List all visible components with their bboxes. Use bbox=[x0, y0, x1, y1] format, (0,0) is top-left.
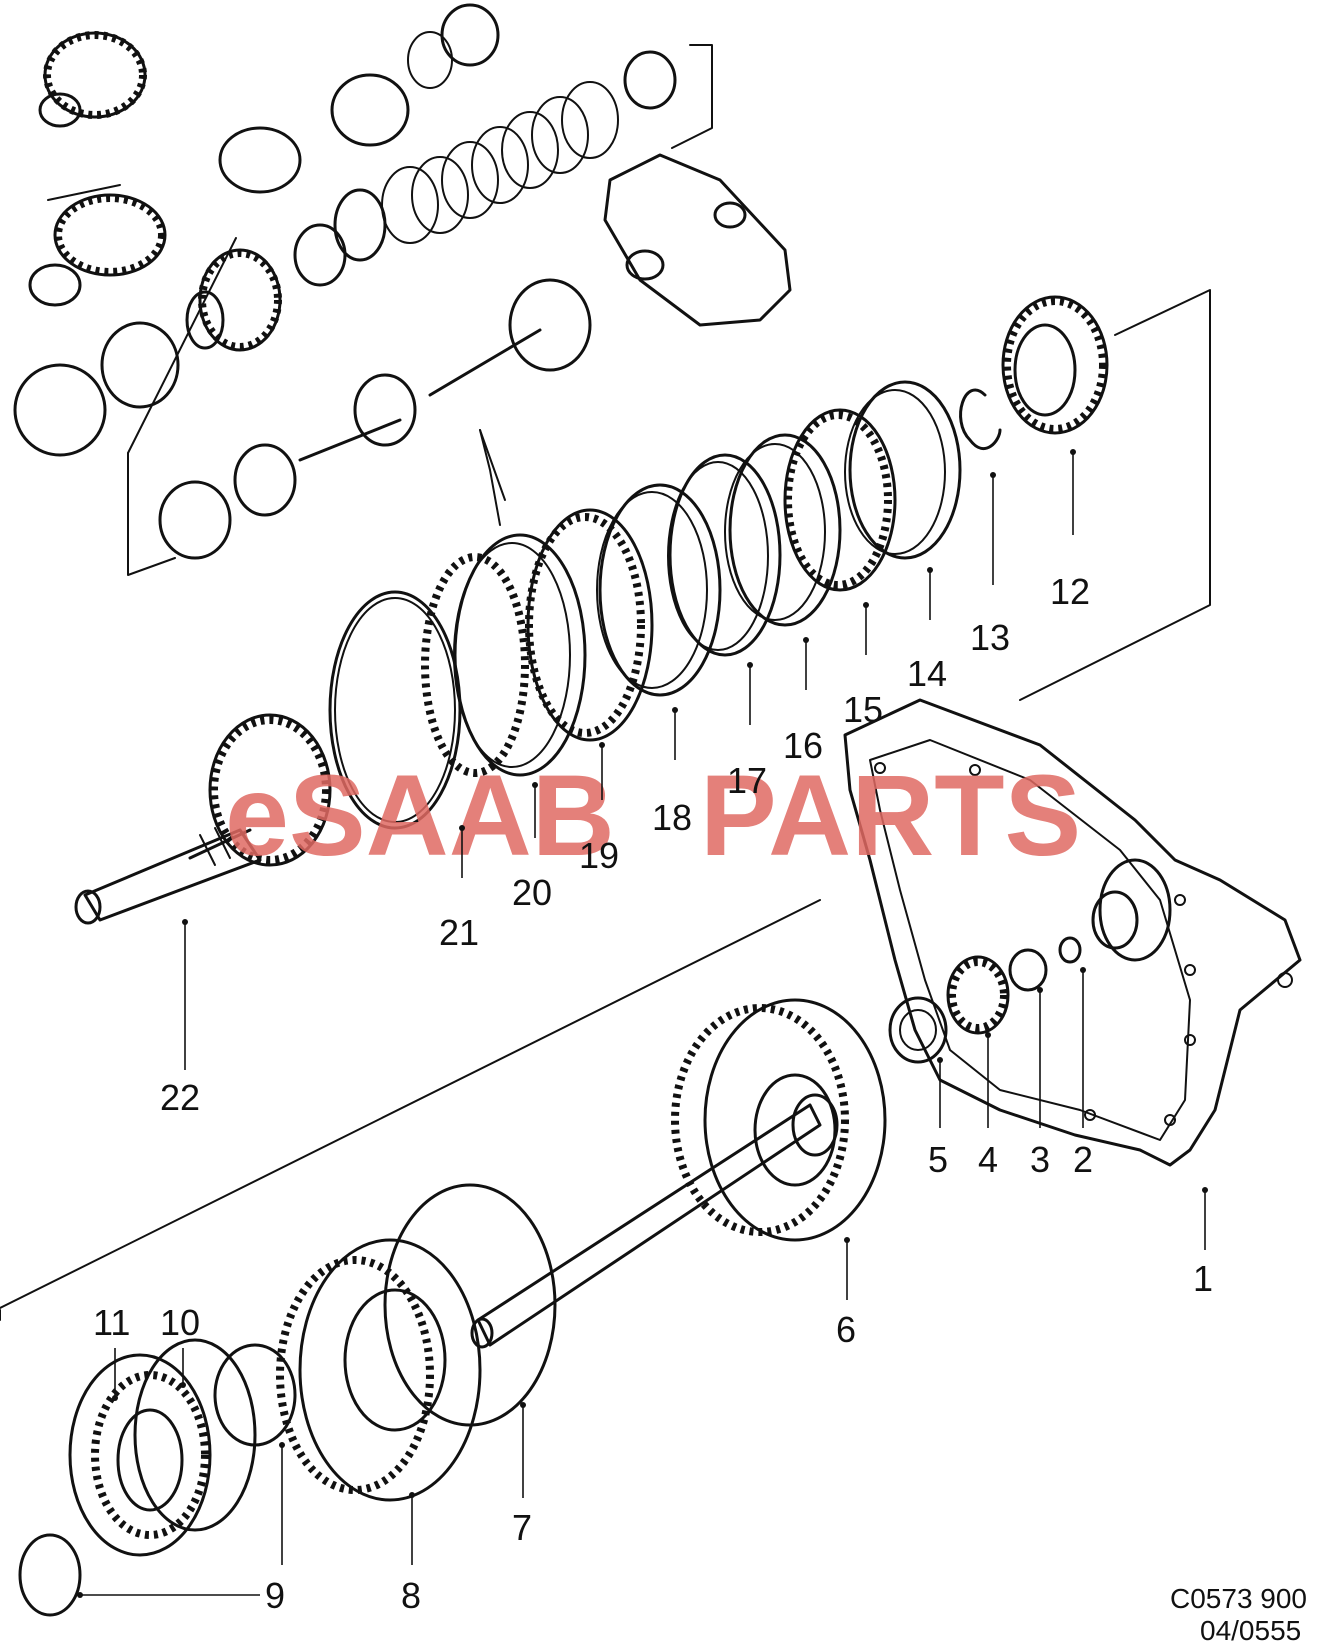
part-callouts: 1 2 3 4 5 6 7 8 9 10 11 12 bbox=[77, 449, 1213, 1616]
part-number-21: 21 bbox=[439, 912, 479, 953]
part-number-12: 12 bbox=[1050, 571, 1090, 612]
part-number-20: 20 bbox=[512, 872, 552, 913]
watermark: eSAAB PARTS bbox=[225, 752, 1081, 880]
clutch-pack bbox=[328, 295, 1109, 830]
part-number-2: 2 bbox=[1073, 1139, 1093, 1180]
part-number-7: 7 bbox=[512, 1507, 532, 1548]
part-number-9: 9 bbox=[265, 1575, 285, 1616]
part-number-11: 11 bbox=[93, 1302, 130, 1343]
input-shaft bbox=[74, 713, 332, 925]
part-number-1: 1 bbox=[1193, 1258, 1213, 1299]
part-number-17: 17 bbox=[727, 760, 767, 801]
clutch-drum-and-shaft bbox=[383, 998, 887, 1427]
part-number-22: 22 bbox=[160, 1077, 200, 1118]
watermark-prefix: eSAAB bbox=[225, 752, 615, 880]
part-number-16: 16 bbox=[783, 725, 823, 766]
part-number-19: 19 bbox=[579, 835, 619, 876]
drawing-date: 04/0555 bbox=[1200, 1615, 1301, 1643]
part-number-4: 4 bbox=[978, 1139, 998, 1180]
part-number-6: 6 bbox=[836, 1309, 856, 1350]
part-number-13: 13 bbox=[970, 617, 1010, 658]
part-number-8: 8 bbox=[401, 1575, 421, 1616]
part-number-14: 14 bbox=[907, 653, 947, 694]
drawing-code: C0573 900 bbox=[1170, 1583, 1307, 1614]
transmission-housing bbox=[843, 698, 1302, 1167]
part-number-3: 3 bbox=[1030, 1139, 1050, 1180]
part-number-15: 15 bbox=[843, 689, 883, 730]
lower-assembly bbox=[18, 1238, 482, 1617]
watermark-suffix: PARTS bbox=[700, 752, 1081, 880]
part-number-10: 10 bbox=[160, 1302, 200, 1343]
upper-inset-subassembly bbox=[13, 3, 792, 576]
assembly-bracket bbox=[0, 289, 1211, 1321]
part-number-5: 5 bbox=[928, 1139, 948, 1180]
part-number-18: 18 bbox=[652, 797, 692, 838]
